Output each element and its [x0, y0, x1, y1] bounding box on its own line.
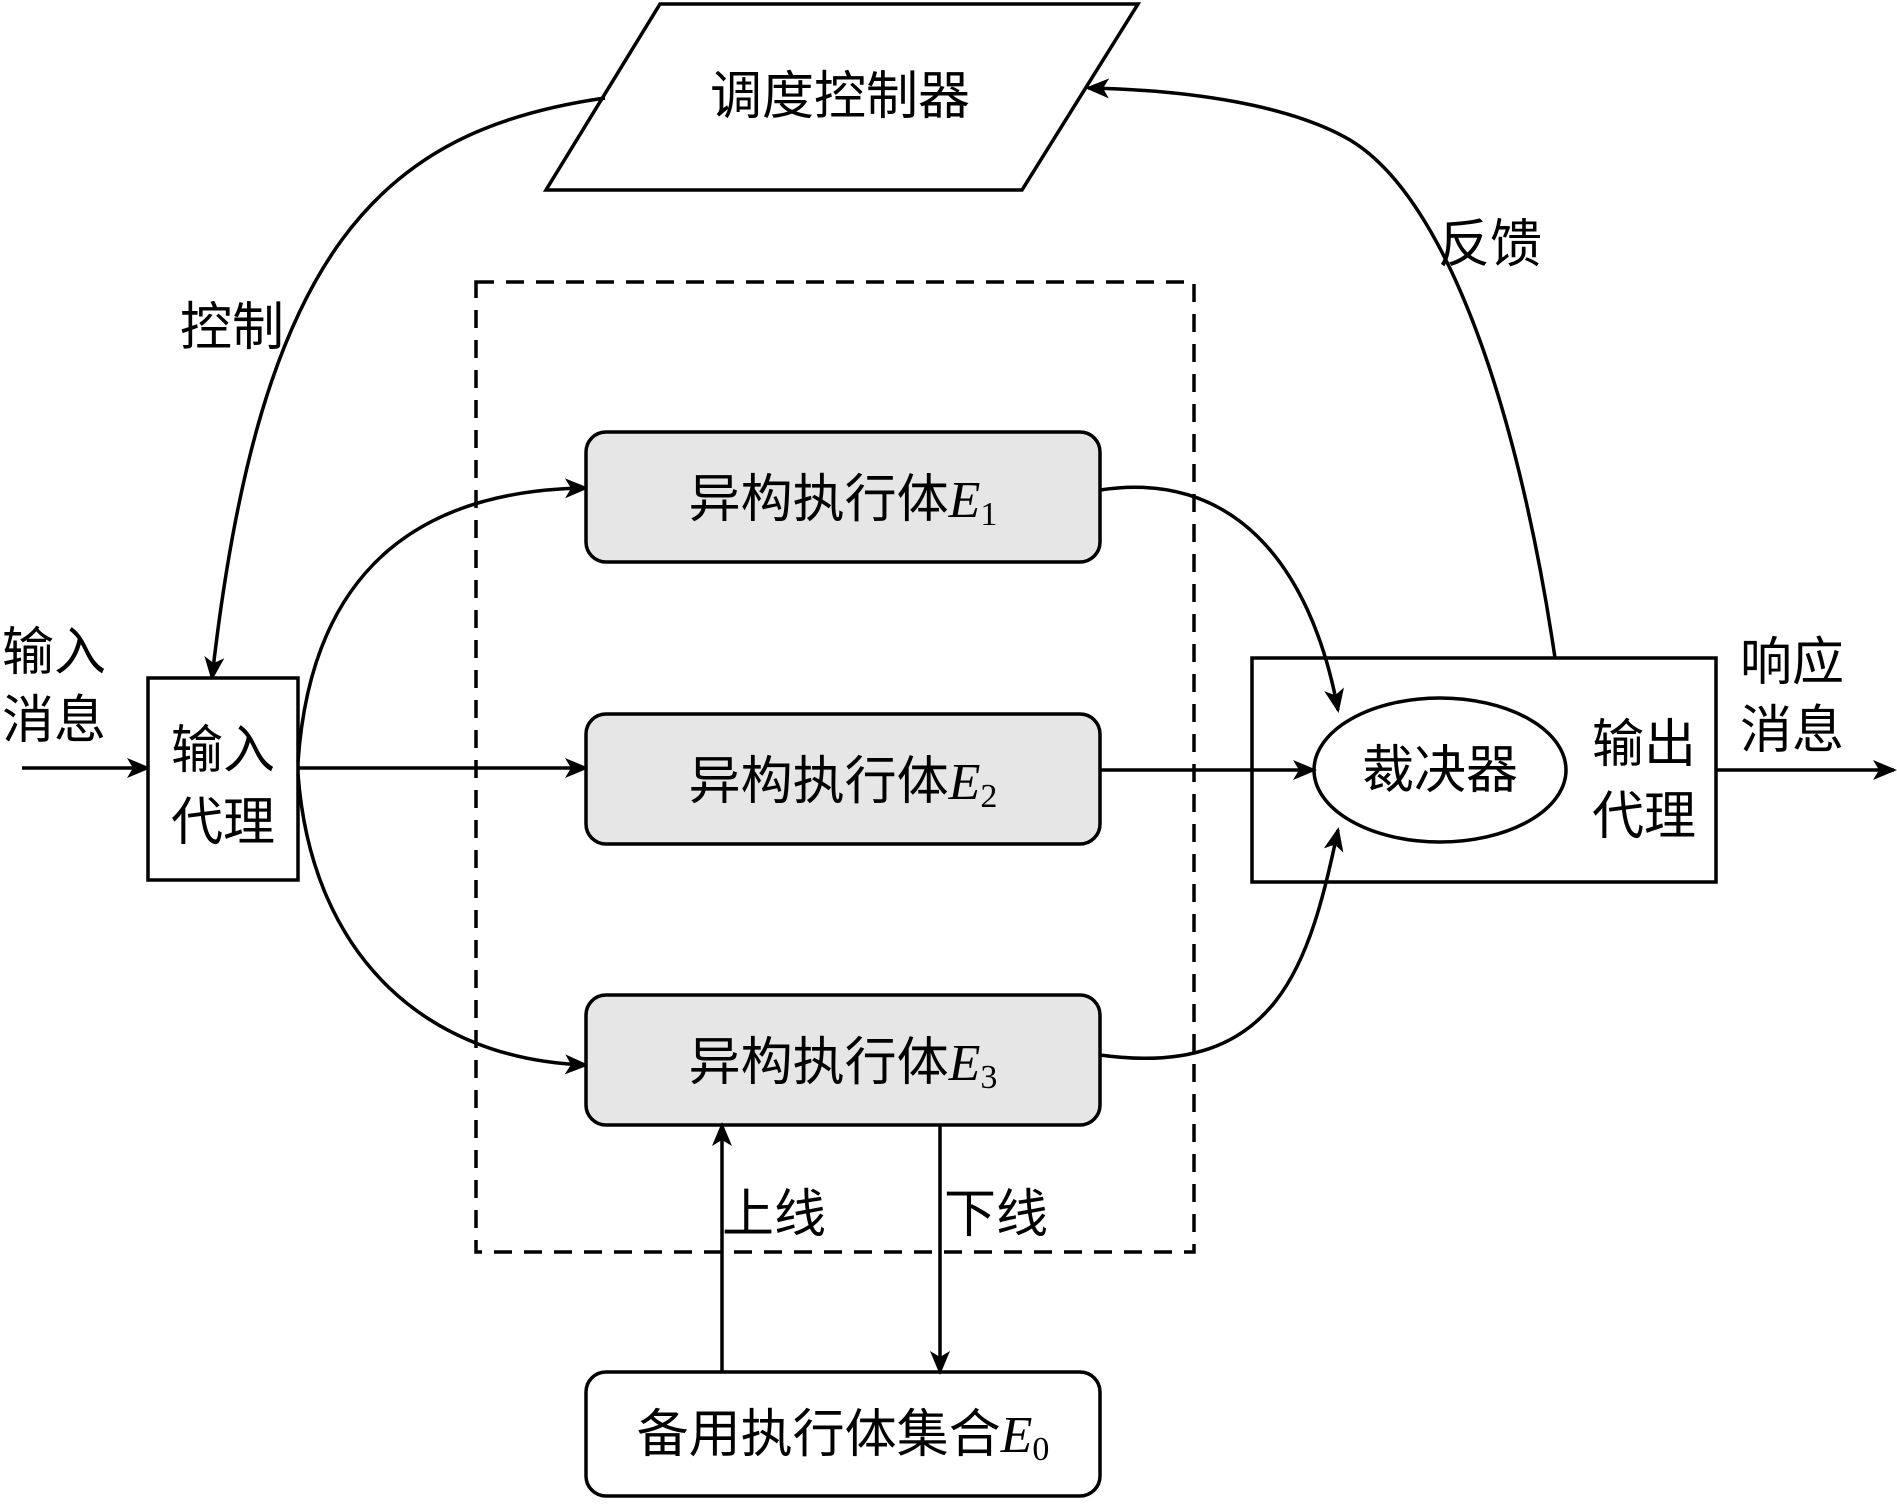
executor-e1-box: [584, 430, 1102, 564]
e3-to-voter-arrow: [1099, 827, 1344, 1061]
input-proxy-label-2: 代理: [171, 793, 275, 853]
offline-label: 下线: [944, 1185, 1048, 1245]
executor-e2-box: [584, 712, 1102, 846]
online-label: 上线: [722, 1185, 826, 1245]
response-message-label-1: 响应: [1740, 633, 1844, 693]
feedback-arrow: [1085, 78, 1557, 659]
feedback-label: 反馈: [1438, 215, 1542, 275]
scheduler-label: 调度控制器: [710, 67, 970, 127]
input-proxy-label-1: 输入: [171, 721, 275, 781]
control-arrow: [204, 96, 606, 681]
executor-e3-label: 异构执行体E3: [689, 1033, 998, 1096]
input-to-e3-arrow: [296, 773, 589, 1075]
executor-e2-label: 异构执行体E2: [689, 752, 998, 815]
input-proxy-box: [146, 676, 300, 882]
executor-e1-label: 异构执行体E1: [689, 470, 998, 533]
backup-pool-label: 备用执行体集合E0: [637, 1405, 1050, 1468]
backup-pool-box: [584, 1370, 1102, 1498]
executor-e3-box: [584, 993, 1102, 1127]
scheduler-shape: [542, 2, 1142, 192]
response-message-label-2: 消息: [1740, 701, 1844, 761]
e1-to-voter-arrow: [1099, 485, 1344, 713]
input-to-e1-arrow: [296, 478, 589, 763]
voter-label: 裁决器: [1362, 741, 1518, 801]
control-label: 控制: [180, 298, 284, 358]
input-message-label-1: 输入: [2, 623, 106, 683]
output-proxy-label-1: 输出: [1592, 715, 1696, 775]
output-proxy-label-2: 代理: [1592, 787, 1696, 847]
input-message-label-2: 消息: [2, 691, 106, 751]
